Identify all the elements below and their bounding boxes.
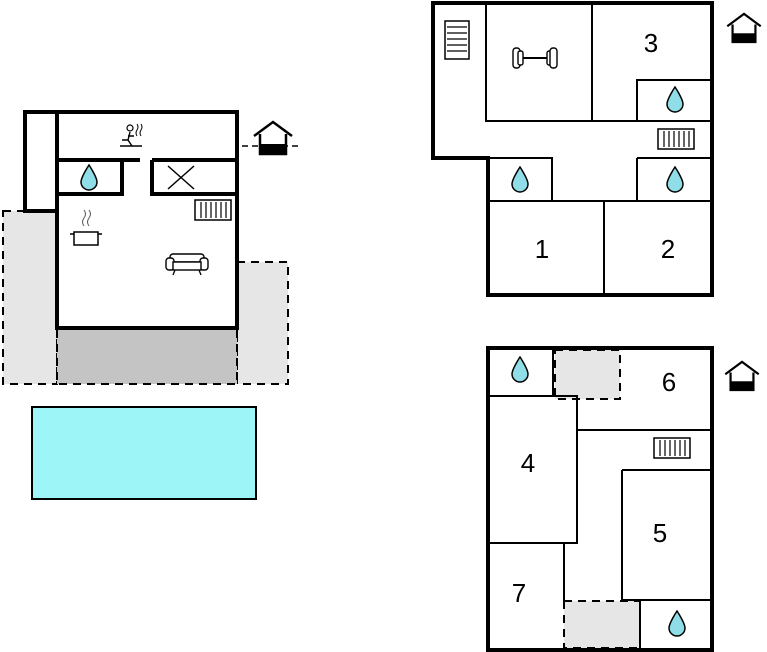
room-label-1: 1 (535, 234, 549, 264)
terrace-right (236, 261, 289, 385)
room-label-5: 5 (653, 518, 667, 548)
cooking-pot-icon (70, 209, 102, 246)
room-label-6: 6 (662, 367, 676, 397)
upper-floor-walls (431, 1, 714, 297)
stairs-icon (444, 20, 470, 60)
water-drop-icon (666, 86, 684, 113)
water-drop-icon (511, 166, 529, 193)
radiator-icon (653, 437, 691, 459)
water-drop-icon (80, 164, 98, 191)
dumbbell-icon (512, 47, 558, 69)
radiator-icon (657, 128, 695, 150)
bathroom-box (57, 158, 140, 196)
water-drop-icon (666, 166, 684, 193)
terrace-covered (56, 327, 238, 385)
room-label-3: 3 (644, 28, 658, 58)
ground-floor-walls (23, 110, 239, 330)
upper-interior-walls (485, 5, 710, 293)
open-void-cross-icon (167, 165, 195, 190)
lower-floor-walls (486, 346, 714, 652)
room-label-4: 4 (521, 448, 535, 478)
water-drop-icon (668, 610, 686, 637)
room-label-7: 7 (512, 578, 526, 608)
swimming-pool (31, 406, 257, 500)
sofa-icon (165, 253, 209, 276)
dashed-area-bottom (563, 600, 641, 649)
sauna-icon (120, 123, 143, 147)
void-box (150, 158, 237, 196)
dashed-area-top (554, 349, 621, 400)
terrace-left (2, 210, 58, 385)
room-label-2: 2 (661, 234, 675, 264)
radiator-icon (194, 199, 232, 221)
ground-floor (2, 110, 300, 500)
water-drop-icon (511, 356, 529, 383)
lower-floor: 6 4 5 7 (486, 346, 761, 652)
house-floor-level-icon (725, 12, 763, 44)
lower-interior-walls (490, 350, 710, 648)
house-floor-level-icon (252, 120, 294, 156)
house-floor-level-icon (723, 360, 761, 392)
upper-floor: 3 1 2 (431, 1, 763, 297)
